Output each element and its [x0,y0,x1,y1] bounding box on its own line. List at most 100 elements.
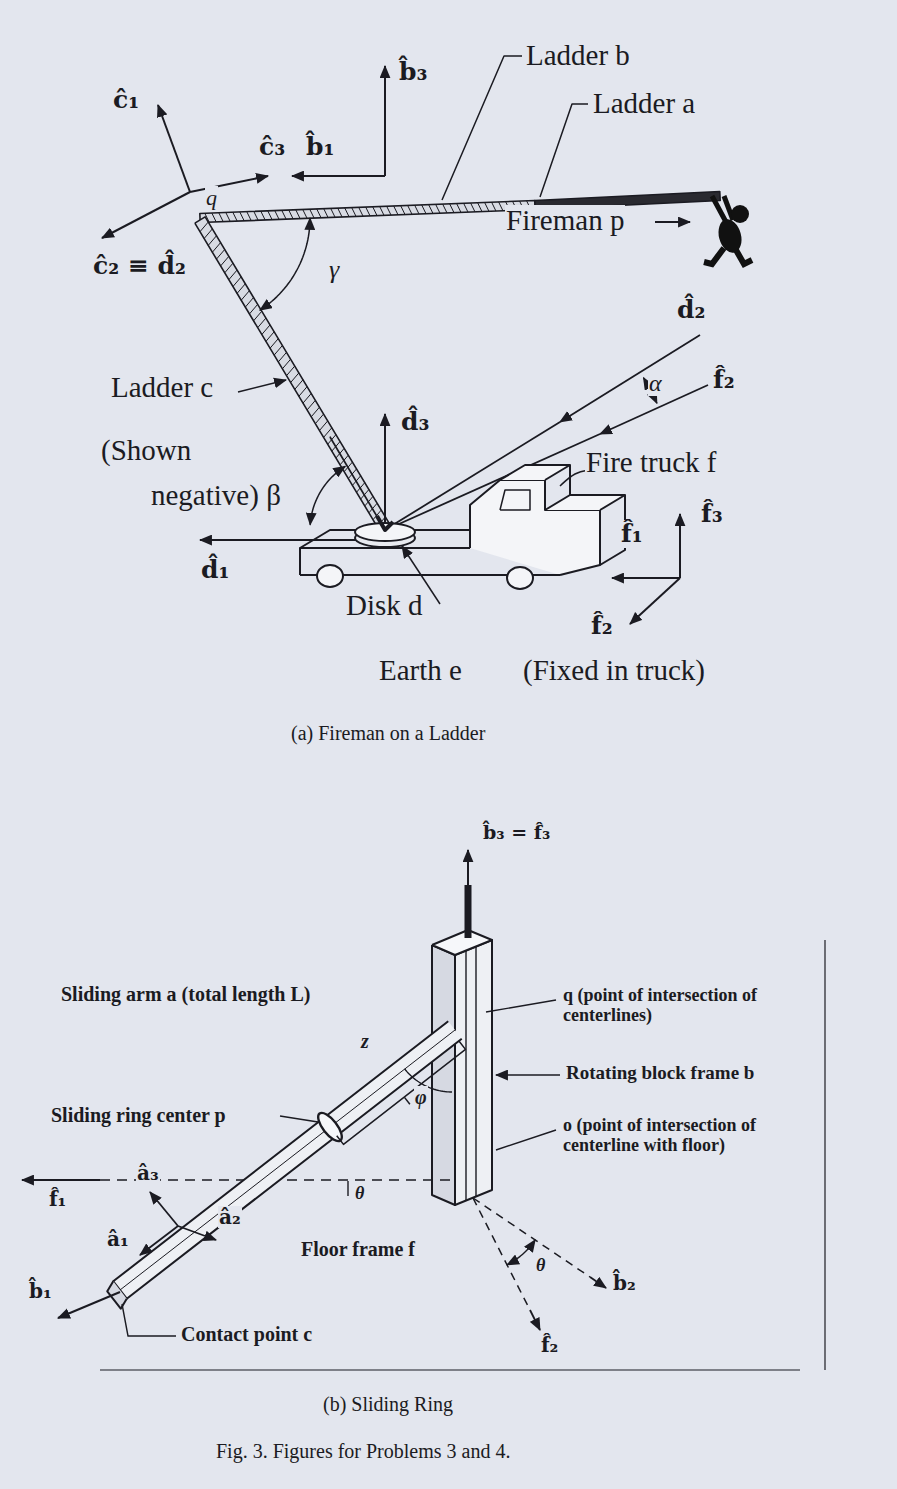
ladder-c-rung [319,421,327,431]
ladder-c-rung [249,304,257,314]
ladder-b-rung [408,205,412,214]
part-label: Fireman p [505,205,625,237]
angle-arc [405,1069,452,1092]
unit-vector-arrow [22,1179,100,1181]
leader-line [540,104,588,197]
part-label: Ladder c [110,372,214,404]
angle-label: θ [535,1256,546,1276]
ladder-b-rung [478,203,482,212]
unit-vector-arrow [58,1292,120,1318]
arm-end [107,1281,126,1308]
ladder-c-base [330,437,385,530]
ladder-b-rung [317,209,321,218]
unit-vector-arrow [530,1310,540,1330]
figure-caption: Fig. 3. Figures for Problems 3 and 4. [215,1440,511,1462]
part-label: Disk d [345,590,424,622]
ladder-b-rung [380,207,384,216]
unit-vector-arrow [150,1192,178,1226]
ladder-c-rung [254,311,262,321]
leader-line [486,1000,556,1012]
ladder-c-rung [233,277,241,287]
ladder-b-rung [499,202,503,211]
unit-vector-label: f̂₂ [590,612,614,640]
ladder-c-rung [311,407,319,417]
ladder-b-rung [387,206,391,215]
ladder-c-rung [278,352,286,362]
ladder-c-rung [208,236,216,246]
ladder-b-rung [310,209,314,218]
ladder-b-rung [296,210,300,219]
rotating-block [432,945,455,1205]
ladder-c-rung [266,332,274,342]
part-label: Rotating block frame b [565,1063,755,1084]
ladder-b-rung [394,206,398,215]
ladder-b-rung [373,207,377,216]
leader-line [280,1116,318,1122]
ladder-b-rung [219,213,223,222]
unit-vector-label: d̂₃ [400,408,430,436]
unit-vector-arrow [158,105,190,192]
unit-vector-label: f̂₂ [712,366,736,394]
ladder-b-rung [415,205,419,214]
ladder-b-rung [485,202,489,211]
ladder-b-rung [275,211,279,220]
block-slot [475,947,476,1196]
leader-line [442,56,522,200]
illustration [22,56,825,1370]
ladder-c-rung [204,229,212,239]
ladder-b-rung [233,212,237,221]
note-label: (Fixed in truck) [522,655,706,687]
subfigure-caption: (a) Fireman on a Ladder [290,722,486,744]
ladder-c-rung [270,339,278,349]
unit-vector-label: ĉ₂ ≡ d̂₂ [92,252,187,280]
part-label: Sliding arm a (total length L) [60,983,311,1005]
ladder-b-rung [450,204,454,213]
ladder-c-rung [237,284,245,294]
pointer-arrow [655,221,690,223]
unit-vector-arrow [140,1226,178,1255]
subfigure-caption: (b) Sliding Ring [322,1393,454,1415]
angle-arc [507,1240,535,1265]
unit-vector-arrow [467,850,469,888]
ladder-c-rung [225,263,233,273]
frame-line [100,1369,800,1370]
part-label: Fire truck f [585,447,717,479]
angle-label: α [648,370,663,396]
part-label: Earth e [378,655,463,687]
ladder-c-rung [324,428,332,438]
dimension-bracket [404,1097,409,1104]
unit-vector-label: f̂₁ [48,1188,67,1210]
note-label: negative) β [150,480,282,512]
dimension-label: z [360,1030,370,1052]
block-axle [465,885,472,938]
frame-line [824,940,825,1370]
fireman-figure [704,196,752,264]
ladder-c-rung [229,270,237,280]
unit-vector-arrow [190,176,268,192]
point-label: q (point of intersection of centerlines) [562,986,786,1026]
leader-line [122,1304,176,1336]
truck-wheel [317,565,343,587]
ladder-c-rung [295,380,303,390]
fireman-arm [712,196,733,222]
angle-label: γ [328,256,340,285]
ladder-c-rung [303,394,311,404]
ladder-b-rung [324,209,328,218]
unit-vector-arrow [178,1226,216,1240]
rotating-block [455,940,492,1205]
ladder-b-rung [282,210,286,219]
unit-vector-arrow [560,335,700,422]
ladder-c-rung [262,325,270,335]
ladder-c-rung [200,222,208,232]
part-label: Contact point c [180,1323,313,1345]
fireman-legs [704,248,752,264]
part-label: Ladder b [525,40,631,72]
unit-vector-arrow [384,414,386,524]
angle-tick [347,1181,348,1196]
ladder-b-rung [436,204,440,213]
ladder-b-rung [471,203,475,212]
ladder-b-rung [352,208,356,217]
unit-vector-arrow [384,66,386,176]
ladder-b-rung [429,205,433,214]
